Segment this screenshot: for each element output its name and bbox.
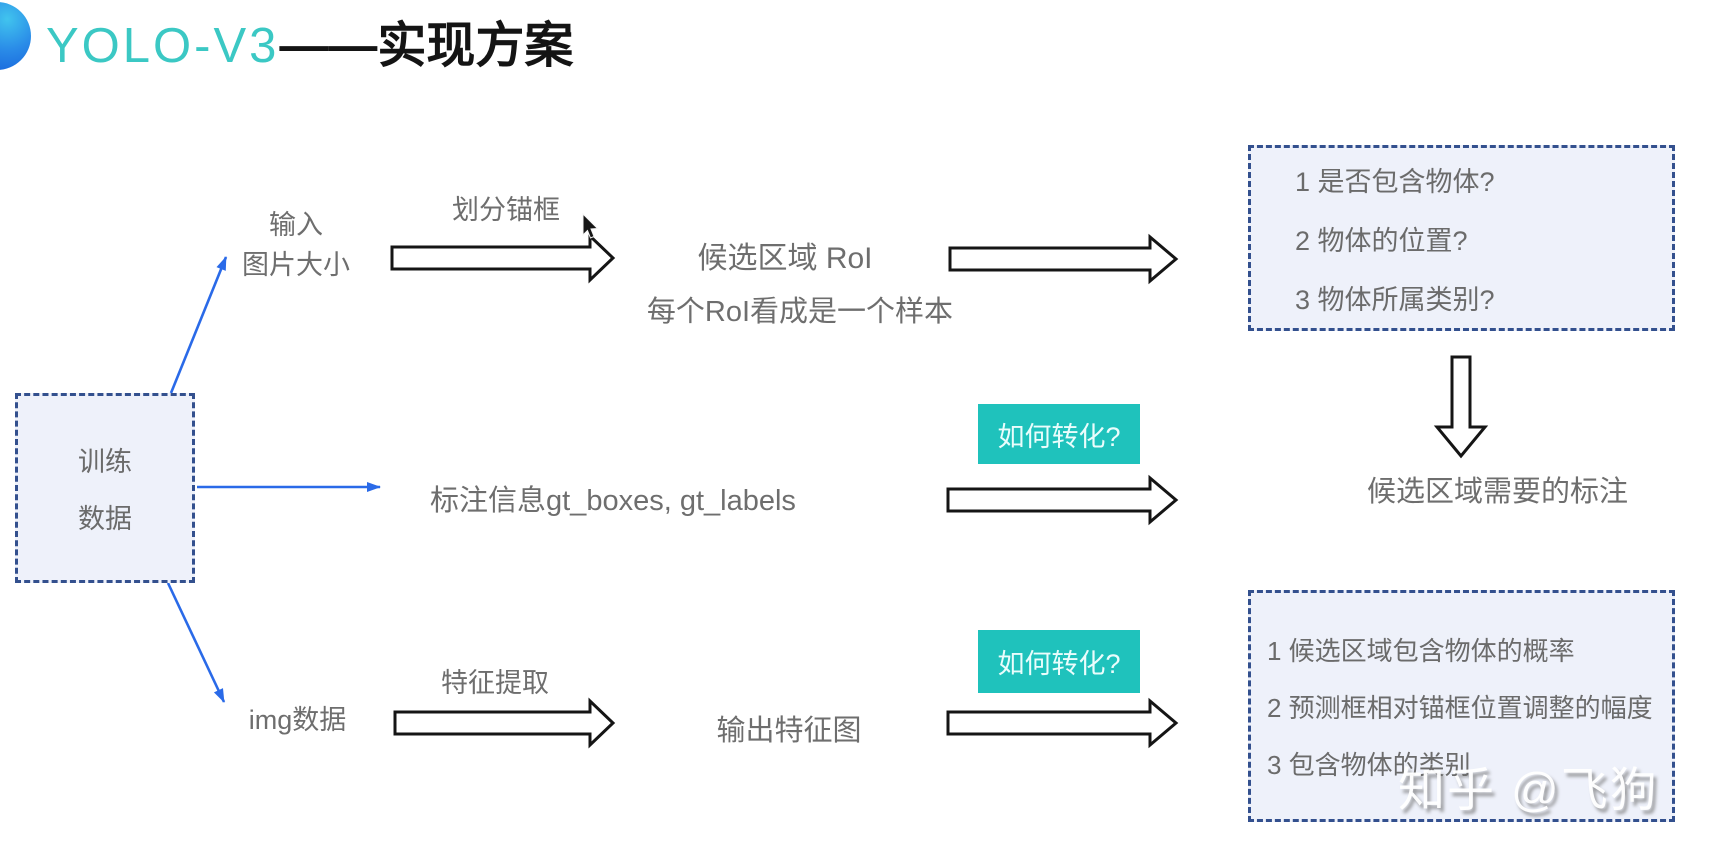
output-item: 3 包含物体的类别 <box>1267 749 1471 780</box>
question-item: 1 是否包含物体? <box>1295 166 1495 197</box>
roi-required-annotation-label: 候选区域需要的标注 <box>1366 476 1628 508</box>
arrow-gt-to-annotation <box>946 474 1179 526</box>
output-item: 1 候选区域包含物体的概率 <box>1267 635 1575 666</box>
page-title: YOLO-V3——实现方案 <box>46 6 573 77</box>
title-subject: 实现方案 <box>377 19 574 73</box>
anchor-split-label: 划分锚框 <box>452 195 560 225</box>
arrow-roi-to-questions <box>948 233 1179 285</box>
zhihu-watermark: 知乎 @飞狗 <box>1398 763 1659 816</box>
convert-badge-bottom: 如何转化? <box>978 630 1140 693</box>
convert-badge-middle: 如何转化? <box>978 404 1140 464</box>
question-item: 2 物体的位置? <box>1295 225 1468 256</box>
output-item: 2 预测框相对锚框位置调整的幅度 <box>1267 692 1653 723</box>
connector-train-to-input <box>169 256 228 394</box>
roi-questions-box: 1 是否包含物体? 2 物体的位置? 3 物体所属类别? <box>1248 145 1675 331</box>
train-data-box: 训练 数据 <box>15 393 195 583</box>
train-data-line: 训练 <box>78 447 132 477</box>
arrow-featmap-to-outputs <box>946 697 1179 749</box>
question-item: 3 物体所属类别? <box>1295 284 1495 315</box>
mouse-cursor-icon <box>582 212 599 239</box>
arrow-questions-down <box>1433 355 1489 459</box>
feature-map-label: 输出特征图 <box>716 715 862 747</box>
roi-sample-label: 每个RoI看成是一个样本 <box>646 296 954 328</box>
train-data-line: 数据 <box>78 504 132 534</box>
title-product: YOLO-V3 <box>46 19 280 73</box>
roi-region-label: 候选区域 RoI <box>697 242 873 275</box>
input-image-size-label: 输入 图片大小 <box>242 210 350 280</box>
arrow-feature-extract <box>393 697 616 749</box>
gt-annotation-label: 标注信息gt_boxes, gt_labels <box>430 485 796 517</box>
title-separator: —— <box>279 19 378 73</box>
connector-train-to-img <box>166 582 226 703</box>
arrow-anchor-split <box>390 232 616 284</box>
network-outputs-box: 1 候选区域包含物体的概率 2 预测框相对锚框位置调整的幅度 3 包含物体的类别 <box>1248 590 1675 822</box>
img-data-label: img数据 <box>248 705 347 735</box>
feature-extract-label: 特征提取 <box>441 668 549 698</box>
